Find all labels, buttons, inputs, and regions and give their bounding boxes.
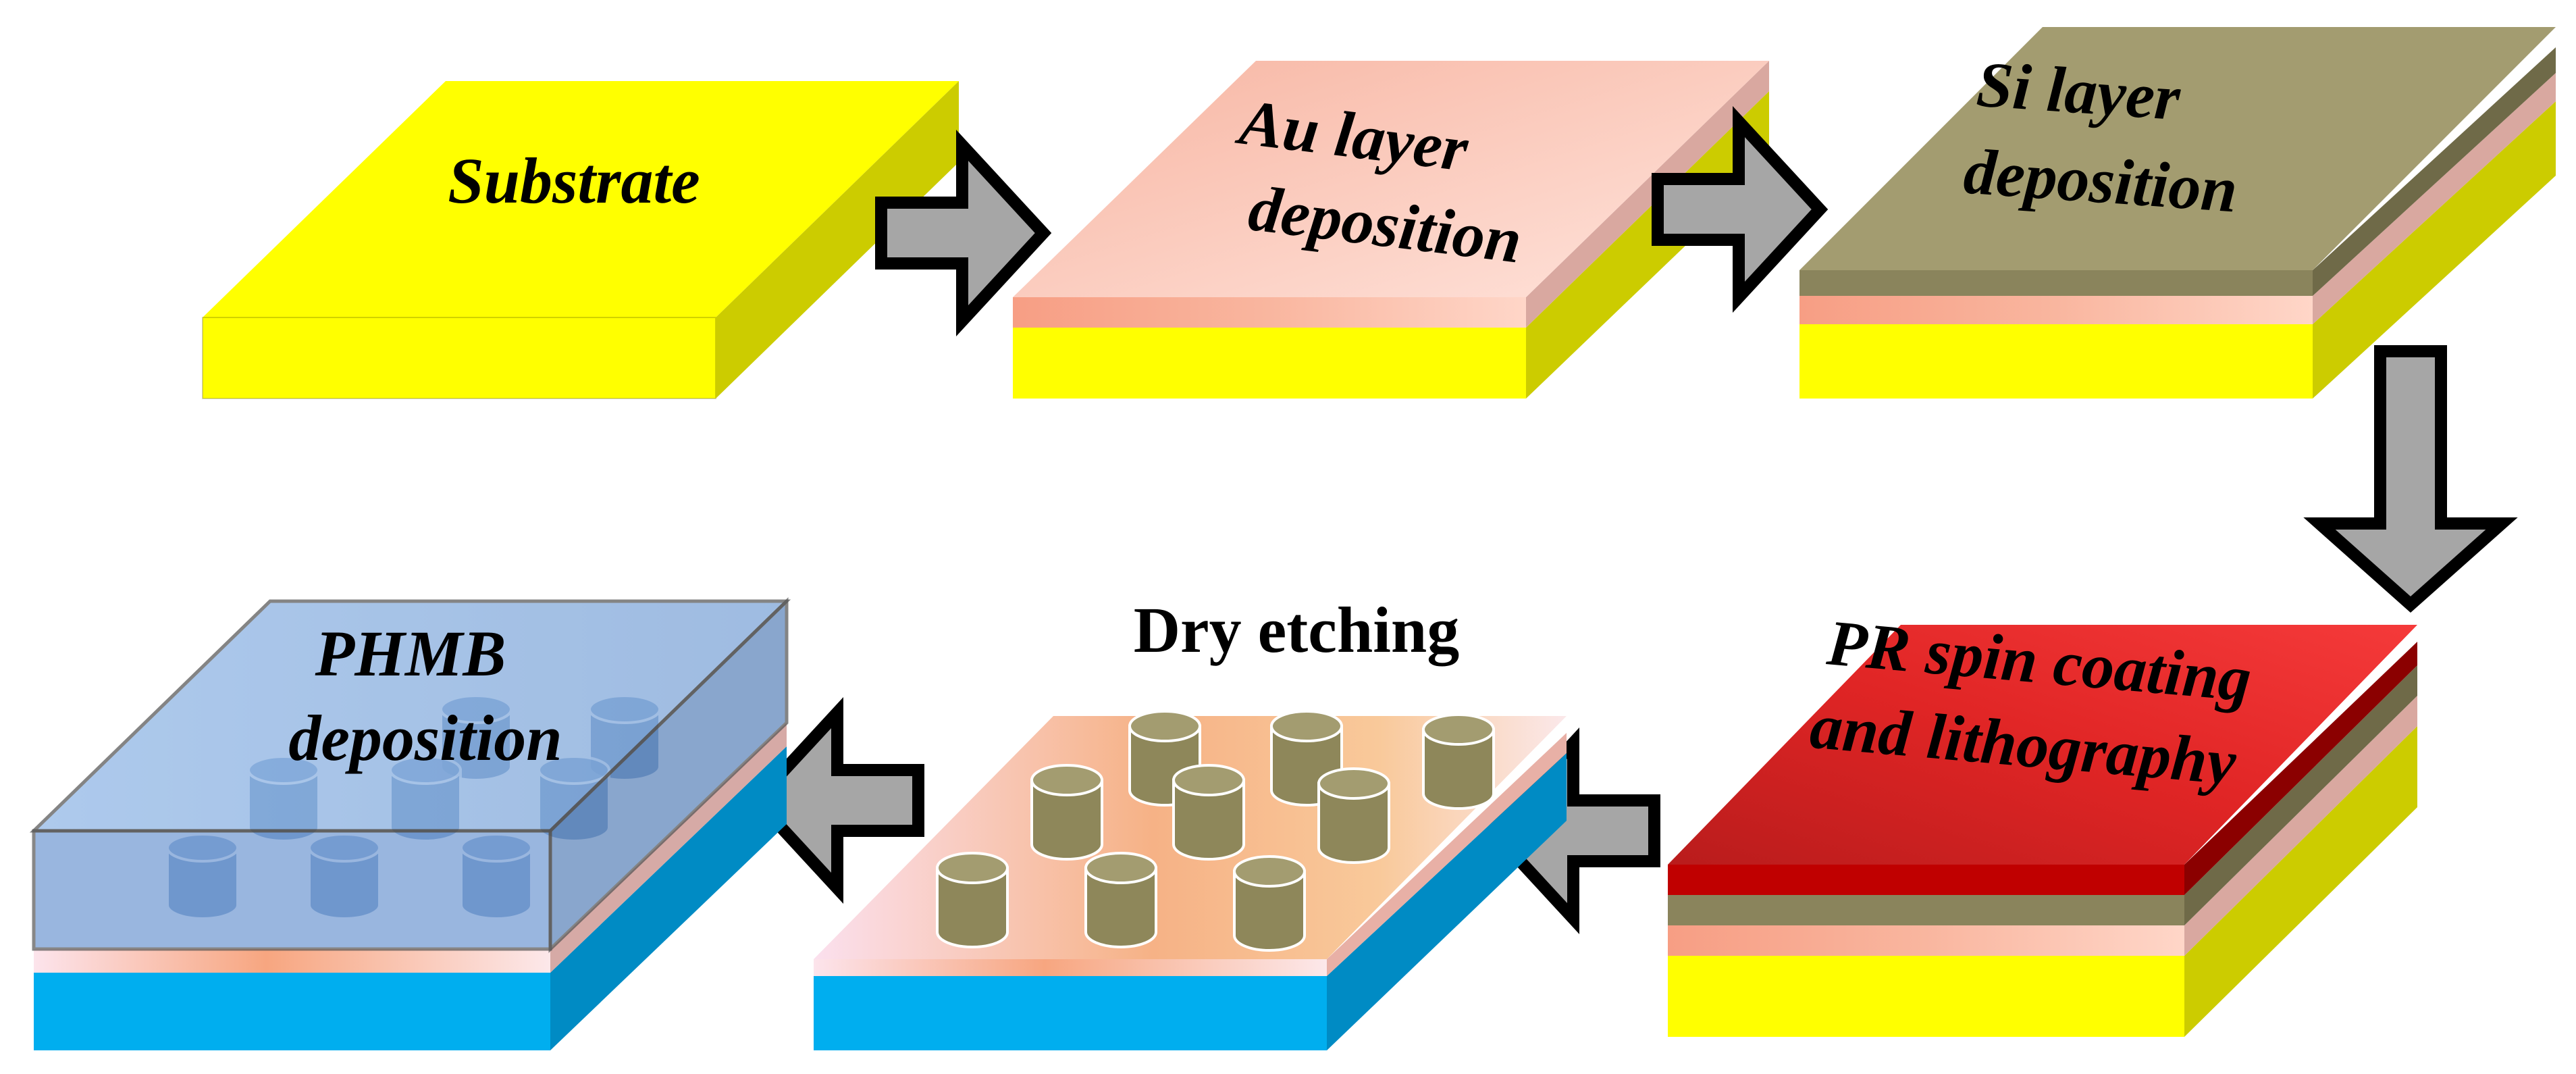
substrate-side: [716, 81, 959, 399]
si-layer-top: [1799, 27, 2556, 270]
arrow-right-1: [875, 129, 1052, 337]
step-pr-coating: PR spin coating and lithography: [1668, 606, 2417, 1037]
step-label-si-layer: Si layer deposition: [1962, 47, 2246, 226]
arrow-right-2: [1652, 105, 1829, 313]
phmb-side: [548, 597, 789, 953]
si-pillars: [936, 710, 1495, 952]
step-substrate: Substrate: [202, 81, 959, 399]
step-dry-etching: Dry etching: [814, 594, 1567, 1050]
pr-layer-top: [1668, 625, 2417, 865]
etched-base-front: [814, 976, 1327, 1050]
step-label-phmb: PHMB deposition: [288, 617, 562, 774]
si-pillar: [1084, 852, 1157, 948]
si-pillar: [936, 852, 1009, 948]
substrate-top: [203, 81, 959, 317]
au-layer-side: [1526, 61, 1769, 328]
si-pillar: [1233, 855, 1306, 952]
phmb-front: [32, 829, 552, 951]
pr-layer-front: [1668, 865, 2184, 895]
si-layer-front: [1799, 270, 2313, 296]
si-pillar: [1422, 713, 1495, 810]
step-label-substrate: Substrate: [448, 145, 700, 217]
si-pillar: [1030, 764, 1103, 861]
arrow-down: [2303, 345, 2518, 613]
pr-layer-side: [2184, 642, 2417, 895]
au-layer-front: [1013, 297, 1526, 328]
step-label-dry-etching: Dry etching: [1134, 594, 1460, 666]
etched-base-side: [1327, 753, 1567, 1050]
si-pillar: [1172, 764, 1245, 861]
step-au-layer: Au layer deposition: [1013, 61, 1769, 399]
si-layer-side: [2313, 47, 2556, 296]
substrate-front: [202, 317, 716, 399]
arrow-left-2: [747, 696, 924, 904]
step-phmb-deposition: PHMB deposition: [29, 597, 791, 1050]
si-pillar: [1317, 767, 1390, 864]
au-layer-top: [1013, 61, 1769, 297]
step-si-layer: Si layer deposition: [1799, 27, 2556, 399]
